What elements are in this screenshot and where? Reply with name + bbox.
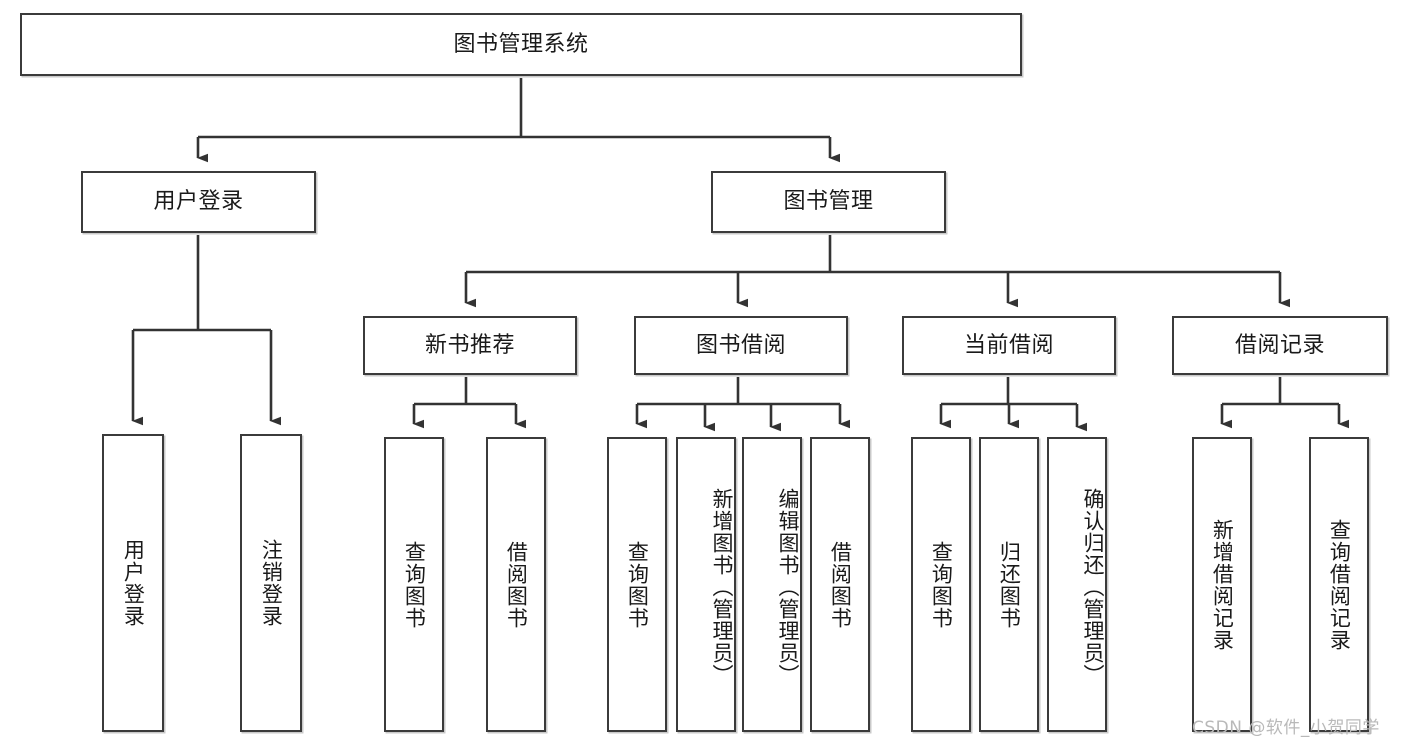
leaf-book-borrow-add-book-admin[interactable]: 新增图书（管理员）	[676, 437, 736, 732]
node-label: 新增借阅记录	[1210, 518, 1235, 651]
leaf-borrow-record-add-record[interactable]: 新增借阅记录	[1192, 437, 1252, 732]
leaf-current-borrow-query-book[interactable]: 查询图书	[911, 437, 971, 732]
node-label: 归还图书	[997, 540, 1022, 629]
leaf-user-login-signout[interactable]: 注销登录	[240, 434, 302, 732]
node-book-borrow[interactable]: 图书借阅	[634, 316, 848, 375]
node-borrow-record[interactable]: 借阅记录	[1172, 316, 1388, 375]
node-label: 编辑图书（管理员）	[776, 487, 800, 686]
node-label: 用户登录	[153, 189, 244, 215]
node-label: 借阅图书	[504, 540, 529, 629]
leaf-borrow-record-query-record[interactable]: 查询借阅记录	[1309, 437, 1369, 732]
node-label: 当前借阅	[963, 332, 1054, 358]
leaf-current-borrow-confirm-return-admin[interactable]: 确认归还（管理员）	[1047, 437, 1107, 732]
node-label: 查询图书	[625, 540, 650, 629]
node-user-login[interactable]: 用户登录	[81, 171, 316, 233]
leaf-book-borrow-edit-book-admin[interactable]: 编辑图书（管理员）	[742, 437, 802, 732]
node-label: 查询图书	[402, 540, 427, 629]
node-label: 图书借阅	[695, 332, 786, 358]
node-label: 图书管理系统	[453, 31, 589, 57]
node-label: 用户登录	[121, 539, 146, 627]
node-book-management[interactable]: 图书管理	[711, 171, 946, 233]
leaf-book-borrow-borrow-book[interactable]: 借阅图书	[810, 437, 870, 732]
node-label: 查询借阅记录	[1327, 518, 1352, 651]
leaf-user-login-signin[interactable]: 用户登录	[102, 434, 164, 732]
node-label: 新增图书（管理员）	[710, 487, 734, 686]
node-label: 借阅图书	[828, 540, 853, 629]
csdn-watermark: CSDN @软件_小贺同学	[1192, 718, 1380, 738]
node-label: 借阅记录	[1234, 332, 1325, 358]
node-label: 图书管理	[783, 189, 874, 215]
node-new-book-recommend[interactable]: 新书推荐	[363, 316, 577, 375]
leaf-new-book-borrow-book[interactable]: 借阅图书	[486, 437, 546, 732]
node-label: 查询图书	[929, 540, 954, 629]
node-current-borrow[interactable]: 当前借阅	[902, 316, 1116, 375]
leaf-new-book-query-book[interactable]: 查询图书	[384, 437, 444, 732]
node-label: 新书推荐	[424, 332, 515, 358]
leaf-current-borrow-return-book[interactable]: 归还图书	[979, 437, 1039, 732]
node-label: 确认归还（管理员）	[1081, 487, 1105, 686]
leaf-book-borrow-query-book[interactable]: 查询图书	[607, 437, 667, 732]
node-root-library-system[interactable]: 图书管理系统	[20, 13, 1022, 76]
node-label: 注销登录	[259, 539, 284, 627]
